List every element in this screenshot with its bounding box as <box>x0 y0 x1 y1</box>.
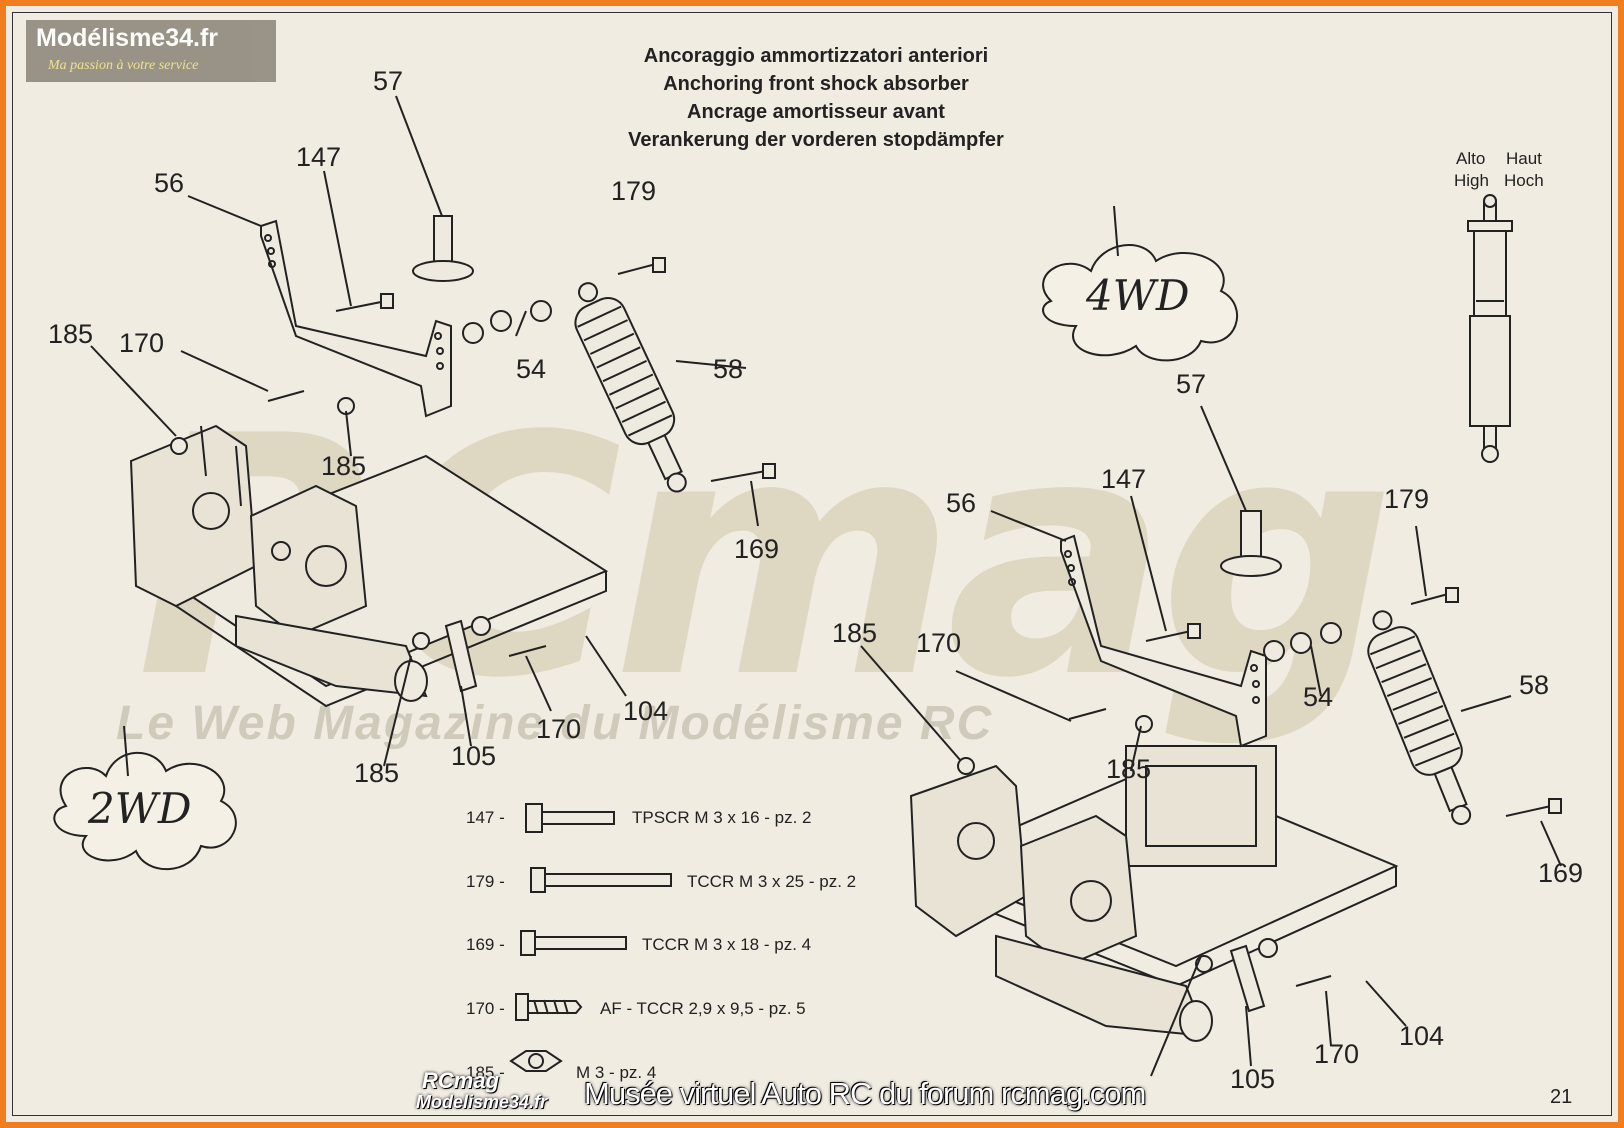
title-line-en: Anchoring front shock absorber <box>663 73 969 95</box>
rcmag-tagline-watermark: Le Web Magazine du Modélisme RC <box>116 697 994 750</box>
footer-caption: Musée virtuel Auto RC du forum rcmag.com <box>584 1076 1146 1111</box>
left-shock-absorber <box>574 282 687 493</box>
legend-num-169: 169 - <box>466 935 505 954</box>
right-callout-105: 105 <box>1230 1064 1276 1094</box>
label-haut: Haut <box>1506 149 1542 168</box>
legend-desc-147: TPSCR M 3 x 16 - pz. 2 <box>632 808 812 827</box>
site-logo[interactable]: Modélisme34.fr Ma passion à votre servic… <box>26 20 276 82</box>
right-screw-169 <box>1505 805 1552 817</box>
footer-logo-modelisme: Modelisme34.fr <box>416 1092 548 1112</box>
left-screw-170a <box>267 390 305 402</box>
left-callout-56: 56 <box>154 168 185 198</box>
2wd-tag-cloud <box>53 751 237 871</box>
legend-num-179: 179 - <box>466 872 505 891</box>
2wd-tag: 2WD <box>88 784 192 833</box>
right-screw-179 <box>1410 593 1449 605</box>
title-line-fr: Ancrage amortisseur avant <box>687 101 945 123</box>
left-callout-54: 54 <box>516 354 547 384</box>
legend-desc-170: AF - TCCR 2,9 x 9,5 - pz. 5 <box>600 999 806 1018</box>
left-callout-147: 147 <box>296 142 342 172</box>
right-suspension-arm <box>995 934 1208 1038</box>
right-callout-169: 169 <box>1538 858 1584 888</box>
left-callout-185b: 185 <box>321 451 367 481</box>
legend-num-147: 147 - <box>466 808 505 827</box>
left-callout-58: 58 <box>713 354 744 384</box>
label-alto: Alto <box>1456 149 1486 168</box>
right-shock-tower <box>1060 534 1267 748</box>
title-line-it: Ancoraggio ammortizzatori anteriori <box>643 45 989 67</box>
right-callout-179: 179 <box>1384 484 1430 514</box>
footer-logo-rcmag: RCmag <box>422 1068 500 1093</box>
right-callout-185b: 185 <box>1106 754 1152 784</box>
4wd-tag-cloud <box>1042 244 1239 362</box>
right-front-bulkhead <box>909 764 1028 938</box>
left-callout-104: 104 <box>623 696 669 726</box>
legend-desc-185: M 3 - pz. 4 <box>576 1063 657 1082</box>
left-shock-tower <box>260 219 452 418</box>
4wd-tag: 4WD <box>1086 271 1190 320</box>
label-high: High <box>1454 171 1489 190</box>
site-logo-name: Modélisme34.fr <box>36 24 219 52</box>
site-logo-slogan: Ma passion à votre service <box>48 58 199 73</box>
right-callout-147: 147 <box>1101 464 1147 494</box>
left-callout-57: 57 <box>373 66 404 96</box>
right-screw-170a <box>1068 708 1107 720</box>
left-callout-185c: 185 <box>354 758 400 788</box>
left-callout-170b: 170 <box>536 714 582 744</box>
right-callout-170: 170 <box>916 628 962 658</box>
right-shock-absorber <box>1367 610 1472 826</box>
right-callout-57: 57 <box>1176 369 1207 399</box>
left-screw-169 <box>710 470 767 482</box>
right-callout-56: 56 <box>946 488 977 518</box>
legend-num-185: 185 - <box>466 1063 505 1082</box>
right-gearbox <box>1125 745 1277 867</box>
left-callout-170: 170 <box>119 328 165 358</box>
page-title: Ancoraggio ammortizzatori anteriori Anch… <box>566 42 1066 154</box>
right-screw-147 <box>1145 630 1192 642</box>
title-line-de: Verankerung der vorderen stopdämpfer <box>628 129 1004 151</box>
right-callout-58: 58 <box>1519 670 1550 700</box>
shock-orientation-figure <box>1467 194 1513 463</box>
left-screw-170b <box>508 645 547 657</box>
right-screw-170b <box>1295 975 1332 987</box>
left-suspension-arm <box>235 614 428 698</box>
label-hoch: Hoch <box>1504 171 1544 190</box>
right-callout-185: 185 <box>832 618 878 648</box>
right-callout-104: 104 <box>1399 1021 1445 1051</box>
left-callout-169: 169 <box>734 534 780 564</box>
exploded-view-drawing <box>53 95 1562 1077</box>
left-screw-147 <box>335 300 387 312</box>
left-callout-105: 105 <box>451 741 497 771</box>
left-callout-185: 185 <box>48 319 94 349</box>
right-callout-54: 54 <box>1303 682 1334 712</box>
right-callout-170b: 170 <box>1314 1039 1360 1069</box>
left-screw-179 <box>617 263 657 275</box>
legend-num-170: 170 - <box>466 999 505 1018</box>
left-callout-179: 179 <box>611 176 657 206</box>
legend-hardware <box>509 803 672 1072</box>
legend-desc-169: TCCR M 3 x 18 - pz. 4 <box>642 935 812 954</box>
legend-desc-179: TCCR M 3 x 25 - pz. 2 <box>687 872 857 891</box>
page-number: 21 <box>1550 1086 1573 1108</box>
footer-logo[interactable]: RCmag Modelisme34.fr <box>416 1068 576 1118</box>
